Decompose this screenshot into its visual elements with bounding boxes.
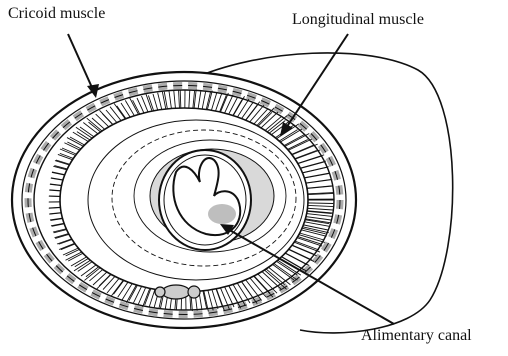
- gut-lumen-shade: [208, 204, 236, 224]
- label-cricoid-muscle: Cricoid muscle: [8, 6, 105, 22]
- cricoid-pointer: [68, 34, 99, 98]
- label-alimentary-canal: Alimentary canal: [361, 328, 472, 344]
- ventral-nerve-cord: [155, 285, 200, 299]
- label-longitudinal-muscle: Longitudinal muscle: [292, 12, 424, 28]
